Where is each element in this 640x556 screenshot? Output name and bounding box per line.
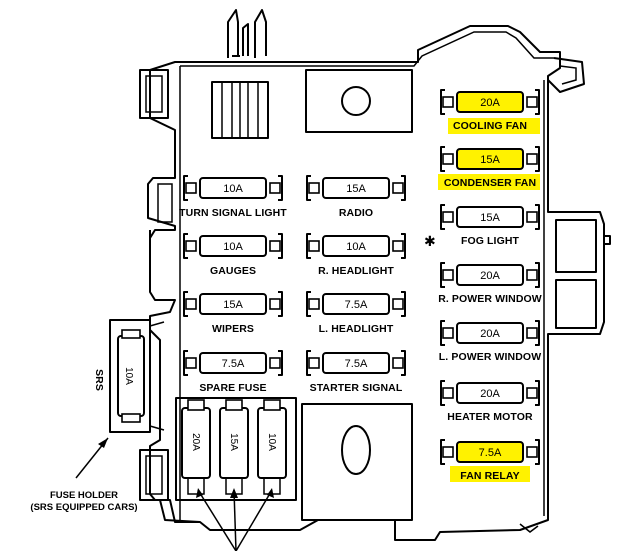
heater-motor-fuse: 20A HEATER MOTOR xyxy=(440,380,540,423)
heater-motor-fuse-label: HEATER MOTOR xyxy=(447,411,533,423)
r-headlight-fuse-amperage: 10A xyxy=(346,241,366,253)
radio-fuse-amperage: 15A xyxy=(346,183,366,195)
l-headlight-fuse-amperage: 7.5A xyxy=(345,299,368,311)
l-headlight-fuse-label: L. HEADLIGHT xyxy=(319,323,394,335)
cooling-fan-fuse-label: COOLING FAN xyxy=(453,120,527,132)
fuse-holder-caption-line1: FUSE HOLDER xyxy=(50,490,118,501)
starter-signal-fuse-label: STARTER SIGNAL xyxy=(310,382,403,394)
srs-fuse-amperage: 10A xyxy=(123,367,134,385)
r-headlight-fuse-body xyxy=(322,235,390,257)
cooling-fan-fuse: 20A COOLING FAN xyxy=(440,89,540,132)
pointer-arrows xyxy=(75,437,274,552)
fan-relay-fuse-amperage: 7.5A xyxy=(479,447,502,459)
l-power-window-fuse: 20A L. POWER WINDOW xyxy=(439,320,541,363)
l-power-window-fuse-body xyxy=(456,322,524,344)
fan-relay-fuse: 7.5A FAN RELAY xyxy=(440,439,540,482)
turn-signal-light-fuse-label: TURN SIGNAL LIGHT xyxy=(179,207,287,219)
starter-signal-fuse: 7.5A STARTER SIGNAL xyxy=(306,350,406,394)
radio-fuse-label: RADIO xyxy=(339,207,373,219)
mounting-hole-top xyxy=(305,69,413,133)
radio-fuse-body xyxy=(322,177,390,199)
wipers-fuse: 15A WIPERS xyxy=(183,291,283,335)
r-headlight-fuse: 10A R. HEADLIGHT xyxy=(306,233,406,277)
spare-fuse: 7.5A SPARE FUSE xyxy=(183,350,283,394)
spare-fuse-body xyxy=(199,352,267,374)
gauges-fuse: 10A GAUGES xyxy=(183,233,283,277)
condenser-fan-fuse: 15A CONDENSER FAN xyxy=(440,146,540,189)
fuse-box-housing xyxy=(139,9,611,541)
condenser-fan-fuse-body xyxy=(456,148,524,170)
fog-light-fuse: 15A FOG LIGHT xyxy=(440,204,540,247)
wipers-fuse-label: WIPERS xyxy=(212,323,254,335)
r-headlight-fuse-label: R. HEADLIGHT xyxy=(318,265,394,277)
fog-light-fuse-amperage: 15A xyxy=(480,212,500,224)
vent-grille xyxy=(211,81,269,139)
l-headlight-fuse-body xyxy=(322,293,390,315)
spare-fuse-bank: 20A 15A 10A xyxy=(175,397,297,501)
fog-light-fuse-label: FOG LIGHT xyxy=(461,235,520,247)
r-power-window-fuse-label: R. POWER WINDOW xyxy=(438,293,542,305)
radio-fuse: 15A RADIO xyxy=(306,175,406,219)
fog-light-fuse-body xyxy=(456,206,524,228)
fan-relay-fuse-body xyxy=(456,441,524,463)
spare-fuse-label: SPARE FUSE xyxy=(199,382,266,394)
mounting-hole-bottom xyxy=(301,403,413,521)
turn-signal-light-fuse: 10A TURN SIGNAL LIGHT xyxy=(179,175,287,219)
fan-relay-fuse-label: FAN RELAY xyxy=(460,470,519,482)
r-power-window-fuse-body xyxy=(456,264,524,286)
wipers-fuse-body xyxy=(199,293,267,315)
turn-signal-light-fuse-amperage: 10A xyxy=(223,183,243,195)
r-power-window-fuse-amperage: 20A xyxy=(480,270,500,282)
gauges-fuse-body xyxy=(199,235,267,257)
spare-fuse-amperage: 7.5A xyxy=(222,358,245,370)
srs-label: SRS xyxy=(93,369,105,391)
r-power-window-fuse: 20A R. POWER WINDOW xyxy=(438,262,542,305)
heater-motor-fuse-amperage: 20A xyxy=(480,388,500,400)
l-power-window-fuse-amperage: 20A xyxy=(480,328,500,340)
spare-fuse-3-amperage: 10A xyxy=(266,433,277,451)
starter-signal-fuse-amperage: 7.5A xyxy=(345,358,368,370)
spare-fuse-1-amperage: 20A xyxy=(190,433,201,451)
highlight-layer xyxy=(438,118,540,482)
heater-motor-fuse-body xyxy=(456,382,524,404)
l-headlight-fuse: 7.5A L. HEADLIGHT xyxy=(306,291,406,335)
condenser-fan-fuse-amperage: 15A xyxy=(480,154,500,166)
cooling-fan-fuse-body xyxy=(456,91,524,113)
condenser-fan-fuse-label: CONDENSER FAN xyxy=(444,177,536,189)
fuse-holder-caption-line2: (SRS EQUIPPED CARS) xyxy=(30,502,137,513)
turn-signal-light-fuse-body xyxy=(199,177,267,199)
l-power-window-fuse-label: L. POWER WINDOW xyxy=(439,351,541,363)
srs-fuse-holder: 10A SRS xyxy=(93,319,165,433)
cooling-fan-fuse-amperage: 20A xyxy=(480,97,500,109)
asterisk-mark: ✱ xyxy=(424,233,436,249)
spare-fuse-2-amperage: 15A xyxy=(228,433,239,451)
wipers-fuse-amperage: 15A xyxy=(223,299,243,311)
starter-signal-fuse-body xyxy=(322,352,390,374)
gauges-fuse-label: GAUGES xyxy=(210,265,256,277)
gauges-fuse-amperage: 10A xyxy=(223,241,243,253)
